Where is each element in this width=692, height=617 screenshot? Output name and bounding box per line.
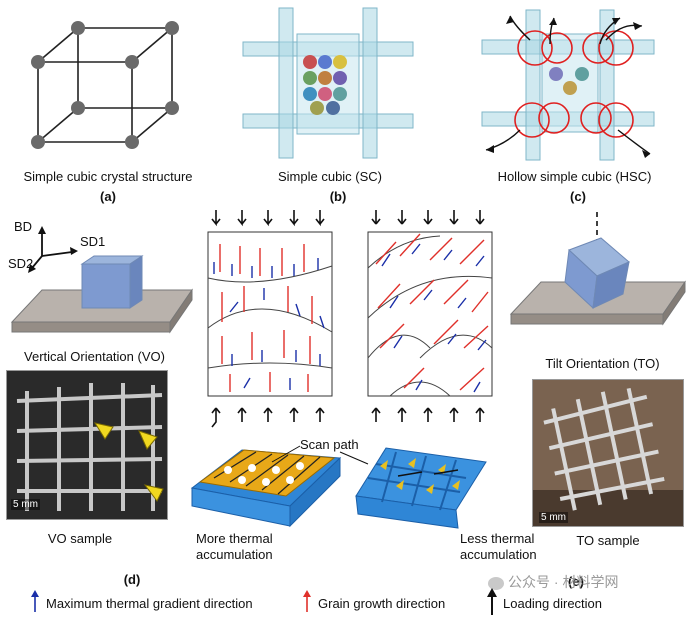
panel-e-letter: (e) — [568, 574, 584, 589]
vo-lattice-image — [7, 371, 167, 519]
panel-b-letter: (b) — [329, 189, 347, 204]
panel-c-caption: Hollow simple cubic (HSC) — [497, 169, 652, 184]
to-sample-caption: TO sample — [576, 533, 640, 548]
panel-a-caption: Simple cubic crystal structure — [23, 169, 193, 184]
vo-build-plate — [10, 255, 193, 334]
scan-path-render-vo — [190, 449, 342, 528]
vo-caption: Vertical Orientation (VO) — [24, 349, 165, 364]
scan-path-leader — [271, 445, 369, 465]
wechat-icon — [488, 576, 504, 590]
to-tilted-cube — [564, 237, 630, 310]
watermark: 公众号 · 材料学网 — [488, 572, 618, 592]
axis-sd2-label: SD2 — [8, 256, 34, 271]
axis-bd-label: BD — [14, 219, 33, 234]
legend-grain-growth: Grain growth direction — [318, 596, 446, 611]
panel-b-caption: Simple cubic (SC) — [277, 169, 383, 184]
legend-thermal-gradient: Maximum thermal gradient direction — [46, 596, 253, 611]
to-sample-photo: 5 mm — [532, 379, 684, 527]
to-build-plate — [509, 212, 686, 326]
vo-sample-photo: 5 mm — [6, 370, 168, 520]
less-thermal-caption: Less thermal accumulation — [460, 531, 537, 562]
legend-loading-direction: Loading direction — [503, 596, 603, 611]
hollow-simple-cubic-lattice — [481, 9, 655, 161]
vo-cube — [80, 255, 144, 309]
legend-grain-arrow — [303, 590, 311, 612]
grain-diagram-vo — [207, 210, 333, 428]
to-caption: Tilt Orientation (TO) — [545, 356, 660, 371]
to-lattice-image — [533, 380, 683, 526]
simple-cubic-lattice-3d — [242, 7, 414, 159]
scan-path-label: Scan path — [300, 437, 359, 452]
watermark-text: 公众号 · 材料学网 — [508, 574, 619, 590]
vo-scale-bar: 5 mm — [11, 499, 40, 510]
panel-c-letter: (c) — [570, 189, 586, 204]
legend-thermal-arrow — [31, 590, 39, 612]
more-thermal-caption: More thermal accumulation — [196, 531, 273, 562]
to-scale-bar: 5 mm — [539, 512, 568, 523]
panel-d-letter: (d) — [123, 572, 141, 587]
scan-path-render-to — [355, 447, 487, 529]
grain-diagram-to — [367, 210, 493, 422]
simple-cubic-lattice — [31, 21, 179, 149]
coordinate-axes — [28, 226, 78, 273]
legend-loading-arrow — [487, 588, 497, 615]
panel-a-letter: (a) — [100, 189, 116, 204]
axis-sd1-label: SD1 — [80, 234, 106, 249]
vo-sample-caption: VO sample — [47, 531, 113, 546]
